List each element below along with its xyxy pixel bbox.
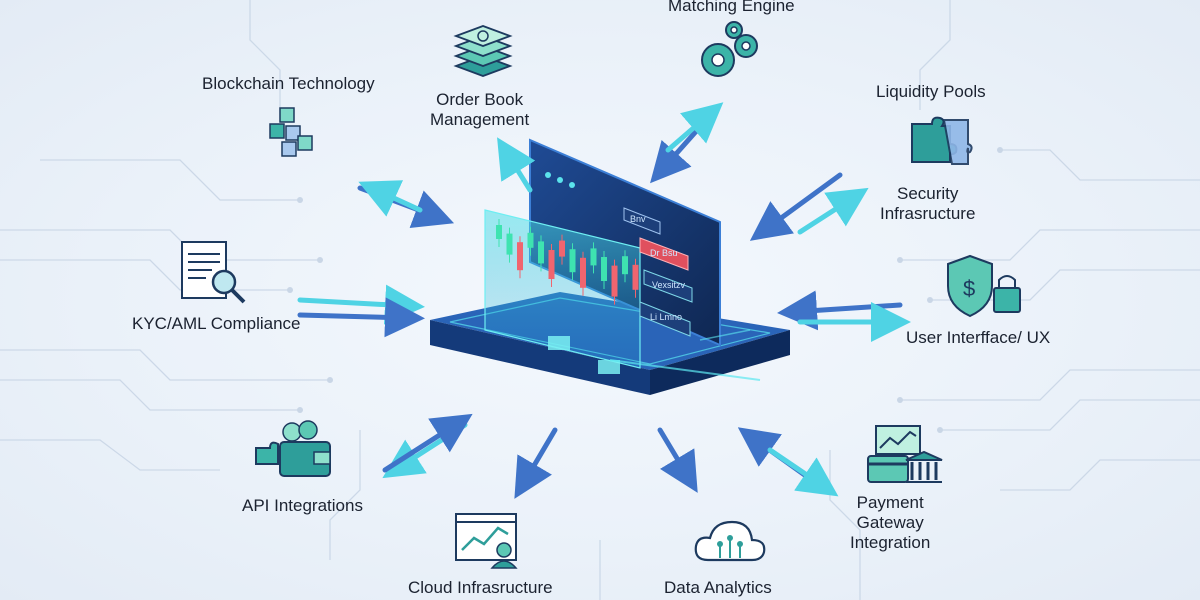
arrow-kyc-out <box>297 284 425 325</box>
label-cloud-infrastructure: Cloud Infrasructure <box>408 578 553 598</box>
candle-body <box>611 265 618 297</box>
label-user-interface-ux: User Interfface/ UX <box>906 328 1050 348</box>
label-ux-line1: User Interfface/ UX <box>906 328 1051 347</box>
chart-user-icon <box>455 513 518 569</box>
label-kyc-line1: KYC/AML Compliance <box>132 314 301 333</box>
candle-body <box>569 249 576 273</box>
svg-text:$: $ <box>963 276 975 301</box>
screen-button-4-text: Li Lmno <box>650 312 682 322</box>
screen-buttons: Bnv Dr Bsu Vexsitzv Li Lmno <box>623 207 693 337</box>
candle-body <box>632 264 639 290</box>
label-blockchain-line1: Blockchain Technology <box>202 74 375 93</box>
candle-body <box>527 232 534 248</box>
arrow-orderbook <box>497 137 536 193</box>
hologram-panel <box>484 209 641 369</box>
label-orderbook-line2: Management <box>430 110 530 129</box>
screen-button-2-text: Dr Bsu <box>650 248 678 258</box>
candle-body <box>622 256 628 275</box>
label-security-infrastructure: Security Infrasructure <box>880 184 975 224</box>
arrow-analytics <box>657 427 698 493</box>
candle-body <box>496 225 502 239</box>
candle-body <box>580 257 586 288</box>
arrow-security-out <box>797 187 869 235</box>
label-payment-line1: Payment <box>856 493 924 512</box>
candle-body <box>538 241 544 264</box>
candle-body <box>517 242 523 271</box>
label-security-line2: Infrasructure <box>880 204 976 223</box>
card-bank-icon <box>867 425 943 483</box>
candle-body <box>601 257 607 281</box>
cloud-icon <box>694 520 766 562</box>
candle-body <box>559 240 565 257</box>
label-data-analytics: Data Analytics <box>664 578 772 598</box>
label-payment-line2: Gateway <box>856 513 924 532</box>
label-analytics-line1: Data Analytics <box>664 578 772 597</box>
candle-body <box>506 233 513 255</box>
label-api-integrations: API Integrations <box>242 496 363 516</box>
arrow-kyc-in <box>297 297 425 338</box>
screen-button-4 <box>639 301 691 337</box>
arrow-security-in <box>749 172 843 241</box>
label-orderbook-line1: Order Book <box>436 90 524 109</box>
label-blockchain-technology: Blockchain Technology <box>202 74 375 94</box>
label-payment-line3: Integration <box>850 533 931 552</box>
screen-button-1 <box>623 207 661 235</box>
arrow-api-out <box>382 422 468 479</box>
arrow-blockchain-out <box>358 180 423 217</box>
label-security-line1: Security <box>897 184 959 203</box>
document-magnifier-icon <box>181 241 246 304</box>
blockchain-cubes-icon <box>269 107 313 157</box>
screen-button-3 <box>643 269 693 303</box>
label-matching-engine: Matching Engine <box>668 0 795 16</box>
shield-lock-icon: $ <box>947 254 1021 318</box>
label-api-line1: API Integrations <box>242 496 363 515</box>
label-liquidity-line1: Liquidity Pools <box>876 82 986 101</box>
arrow-ux-in <box>777 290 903 331</box>
arrow-api-in <box>382 413 473 473</box>
screen-button-2 <box>639 237 689 271</box>
puzzle-icon <box>911 116 973 165</box>
gears-icon <box>701 21 758 77</box>
arrow-matching-out <box>665 102 724 153</box>
screen-button-1-text: Bnv <box>630 214 646 224</box>
label-cloud-line1: Cloud Infrasructure <box>408 578 553 597</box>
label-order-book-management: Order Book Management <box>430 90 529 130</box>
candlestick-chart <box>496 219 639 305</box>
label-payment-gateway-integration: Payment Gateway Integration <box>850 493 930 553</box>
candle-body <box>548 250 555 279</box>
wallet-puzzle-icon <box>255 420 331 477</box>
stacked-coins-icon <box>453 25 513 77</box>
label-kyc-aml-compliance: KYC/AML Compliance <box>132 314 301 334</box>
label-matching-line1: Matching Engine <box>668 0 795 15</box>
label-liquidity-pools: Liquidity Pools <box>876 82 986 102</box>
arrow-cloud <box>514 427 558 499</box>
arrow-payment-out <box>767 447 839 497</box>
screen-button-3-text: Vexsitzv <box>652 280 686 290</box>
candle-body <box>590 248 597 266</box>
